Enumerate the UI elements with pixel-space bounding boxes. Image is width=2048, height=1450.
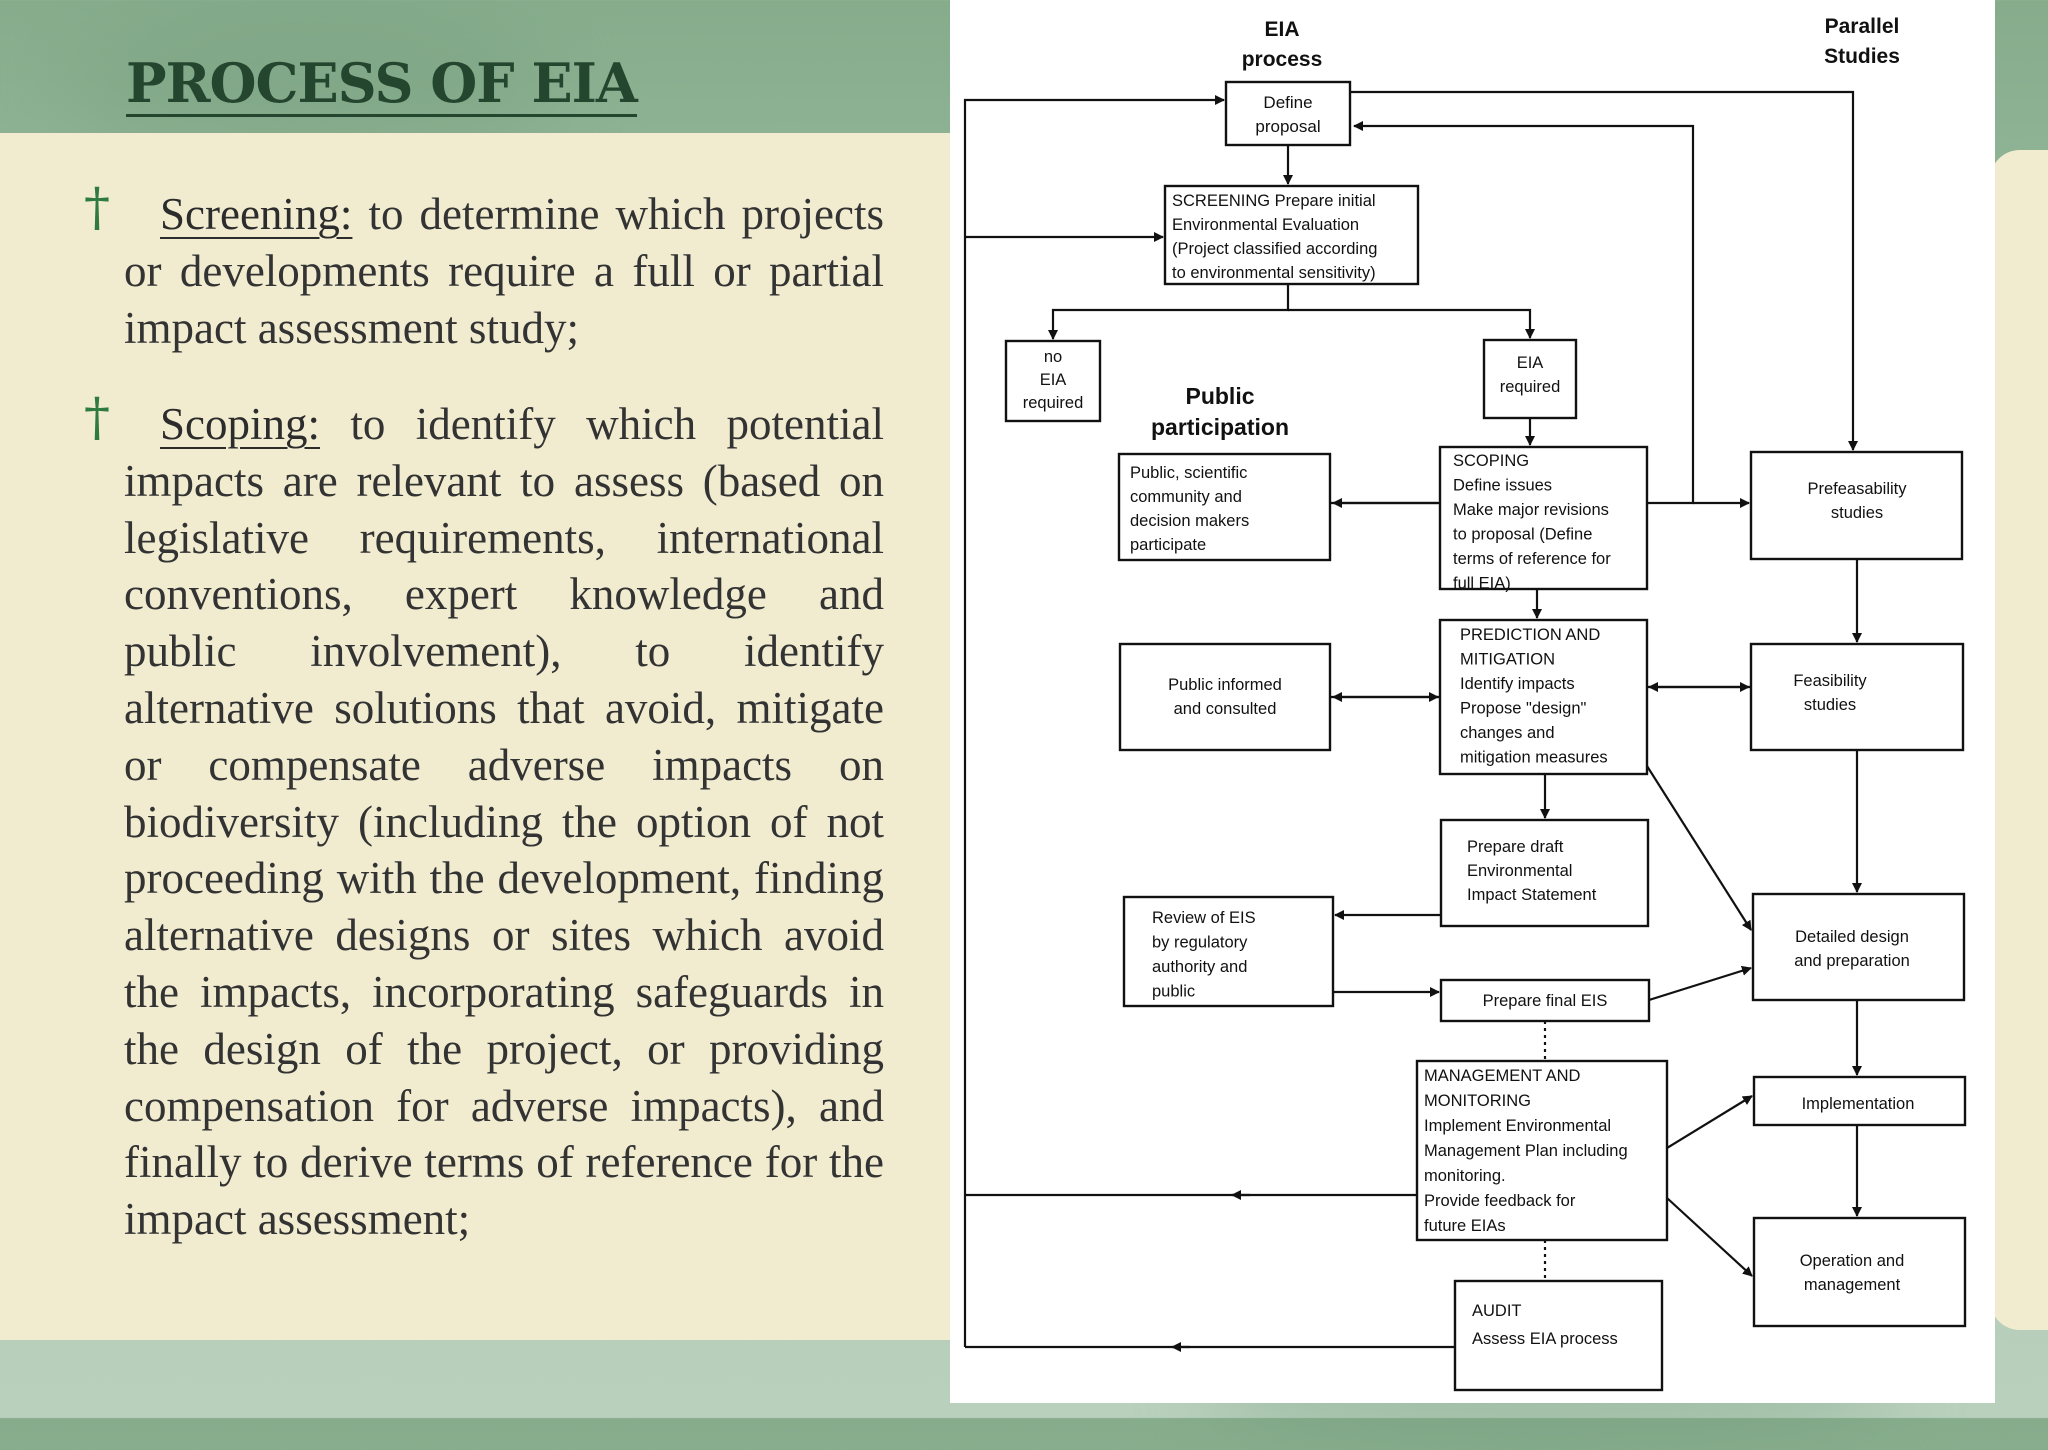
bullet-screening: Screening: to determine which projects o…	[124, 186, 884, 356]
panel-edge	[1990, 150, 2048, 1330]
box-border	[1752, 1216, 1967, 1328]
flow-connector	[963, 95, 1225, 1347]
bullet-heading: Scoping:	[160, 399, 321, 449]
box-border	[1224, 80, 1352, 147]
flow-connector	[1666, 1197, 1753, 1277]
slide-title: PROCESS OF EIA	[126, 51, 638, 117]
flow-connector	[1666, 1095, 1753, 1149]
box-border	[1439, 818, 1650, 928]
box-border	[1751, 892, 1966, 1002]
box-border	[1439, 978, 1651, 1023]
box-border	[1117, 452, 1332, 562]
bullet-scoping: Scoping: to identify which potential imp…	[124, 396, 884, 1248]
box-border	[1163, 184, 1420, 286]
flow-connector	[1646, 765, 1752, 931]
flow-connector	[1048, 284, 1290, 340]
box-border	[1749, 450, 1964, 561]
flow-connector	[1353, 121, 1695, 505]
box-border	[1415, 1059, 1669, 1242]
box-border	[1438, 445, 1649, 591]
box-final-eis: Prepare final EIS	[1439, 978, 1651, 1023]
title-bar: PROCESS OF EIA	[0, 0, 950, 133]
box-border	[1122, 895, 1335, 1008]
box-border	[1482, 338, 1578, 420]
box-border	[1752, 1075, 1967, 1127]
box-border	[1118, 642, 1332, 752]
box-implementation: Implementation	[1752, 1075, 1967, 1127]
flow-connector	[1288, 308, 1535, 339]
flow-connector	[1648, 965, 1752, 1002]
dagger-bullet-icon: †	[84, 388, 110, 448]
box-border	[1453, 1279, 1664, 1392]
box-border	[1749, 642, 1965, 752]
flow-connector	[1350, 90, 1858, 451]
bullet-heading: Screening:	[160, 189, 353, 239]
dagger-bullet-icon: †	[84, 178, 110, 238]
box-label: Implementation	[1802, 1095, 1915, 1113]
box-border	[1004, 339, 1102, 423]
content-panel	[0, 133, 950, 1340]
box-label: Prepare final EIS	[1483, 992, 1608, 1010]
bullet-text: to identify which potential impacts are …	[124, 399, 884, 1245]
box-border	[1438, 618, 1649, 776]
bullet-text: to determine which projects or developme…	[124, 189, 884, 353]
